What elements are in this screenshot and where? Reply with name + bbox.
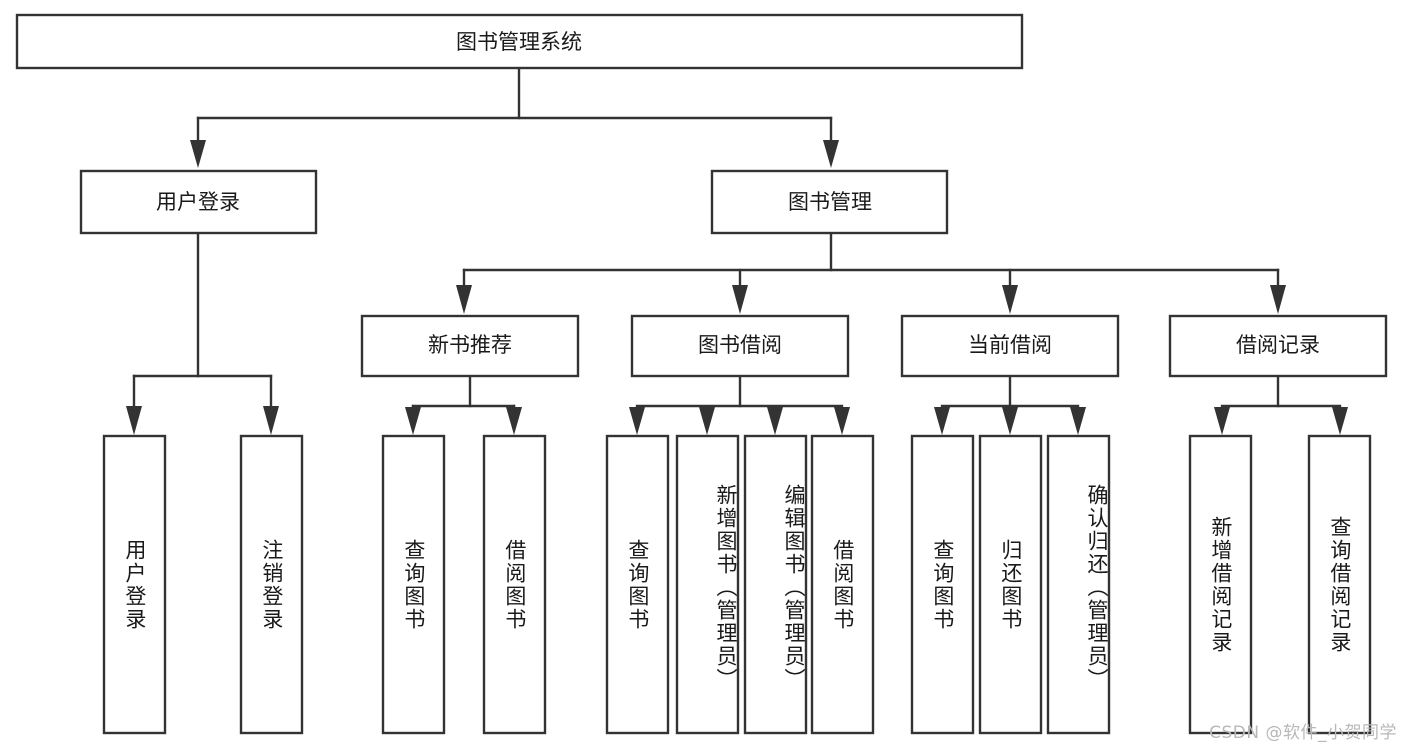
- node-root-label: 图书管理系统: [456, 30, 582, 54]
- connector-bookborrow-to-leaves: [629, 374, 850, 435]
- leaf-box-current-borrow-0[interactable]: [910, 434, 975, 735]
- node-current-borrow-label: 当前借阅: [968, 333, 1052, 357]
- leaf-box-user-login-1[interactable]: [239, 434, 304, 735]
- connector-borrowrecord-to-leaves: [1214, 374, 1348, 435]
- node-new-book-recommend[interactable]: 新书推荐: [360, 314, 580, 378]
- connector-bookmanage-to-level3: [456, 231, 1286, 314]
- node-book-manage-label: 图书管理: [788, 190, 872, 214]
- node-borrow-record[interactable]: 借阅记录: [1168, 314, 1388, 378]
- leaf-box-current-borrow-2[interactable]: [1046, 434, 1111, 735]
- leaf-box-new-book-0[interactable]: [381, 434, 446, 735]
- leaf-box-book-borrow-0[interactable]: [605, 434, 670, 735]
- node-book-borrow[interactable]: 图书借阅: [630, 314, 850, 378]
- node-borrow-record-label: 借阅记录: [1236, 333, 1320, 357]
- leaf-box-book-borrow-3[interactable]: [810, 434, 875, 735]
- leaf-box-user-login-0[interactable]: [102, 434, 167, 735]
- node-new-book-recommend-label: 新书推荐: [428, 333, 512, 357]
- connector-root-to-level2: [190, 66, 839, 168]
- connector-newbook-to-leaves: [405, 374, 522, 435]
- node-current-borrow[interactable]: 当前借阅: [900, 314, 1120, 378]
- node-user-login-label: 用户登录: [156, 190, 240, 214]
- leaf-box-current-borrow-1[interactable]: [978, 434, 1043, 735]
- leaf-box-new-book-1[interactable]: [482, 434, 547, 735]
- connector-currentborrow-to-leaves: [934, 374, 1086, 435]
- node-root[interactable]: 图书管理系统: [15, 13, 1024, 70]
- node-user-login[interactable]: 用户登录: [79, 169, 318, 235]
- leaf-box-book-borrow-1[interactable]: [675, 434, 740, 735]
- leaf-box-book-borrow-2[interactable]: [743, 434, 808, 735]
- leaf-box-borrow-record-0[interactable]: [1188, 434, 1253, 735]
- node-book-borrow-label: 图书借阅: [698, 333, 782, 357]
- watermark: CSDN @软件_小贺同学: [1209, 723, 1397, 743]
- node-book-manage[interactable]: 图书管理: [710, 169, 949, 235]
- connector-userlogin-to-leaves: [126, 231, 279, 435]
- leaf-box-borrow-record-1[interactable]: [1307, 434, 1372, 735]
